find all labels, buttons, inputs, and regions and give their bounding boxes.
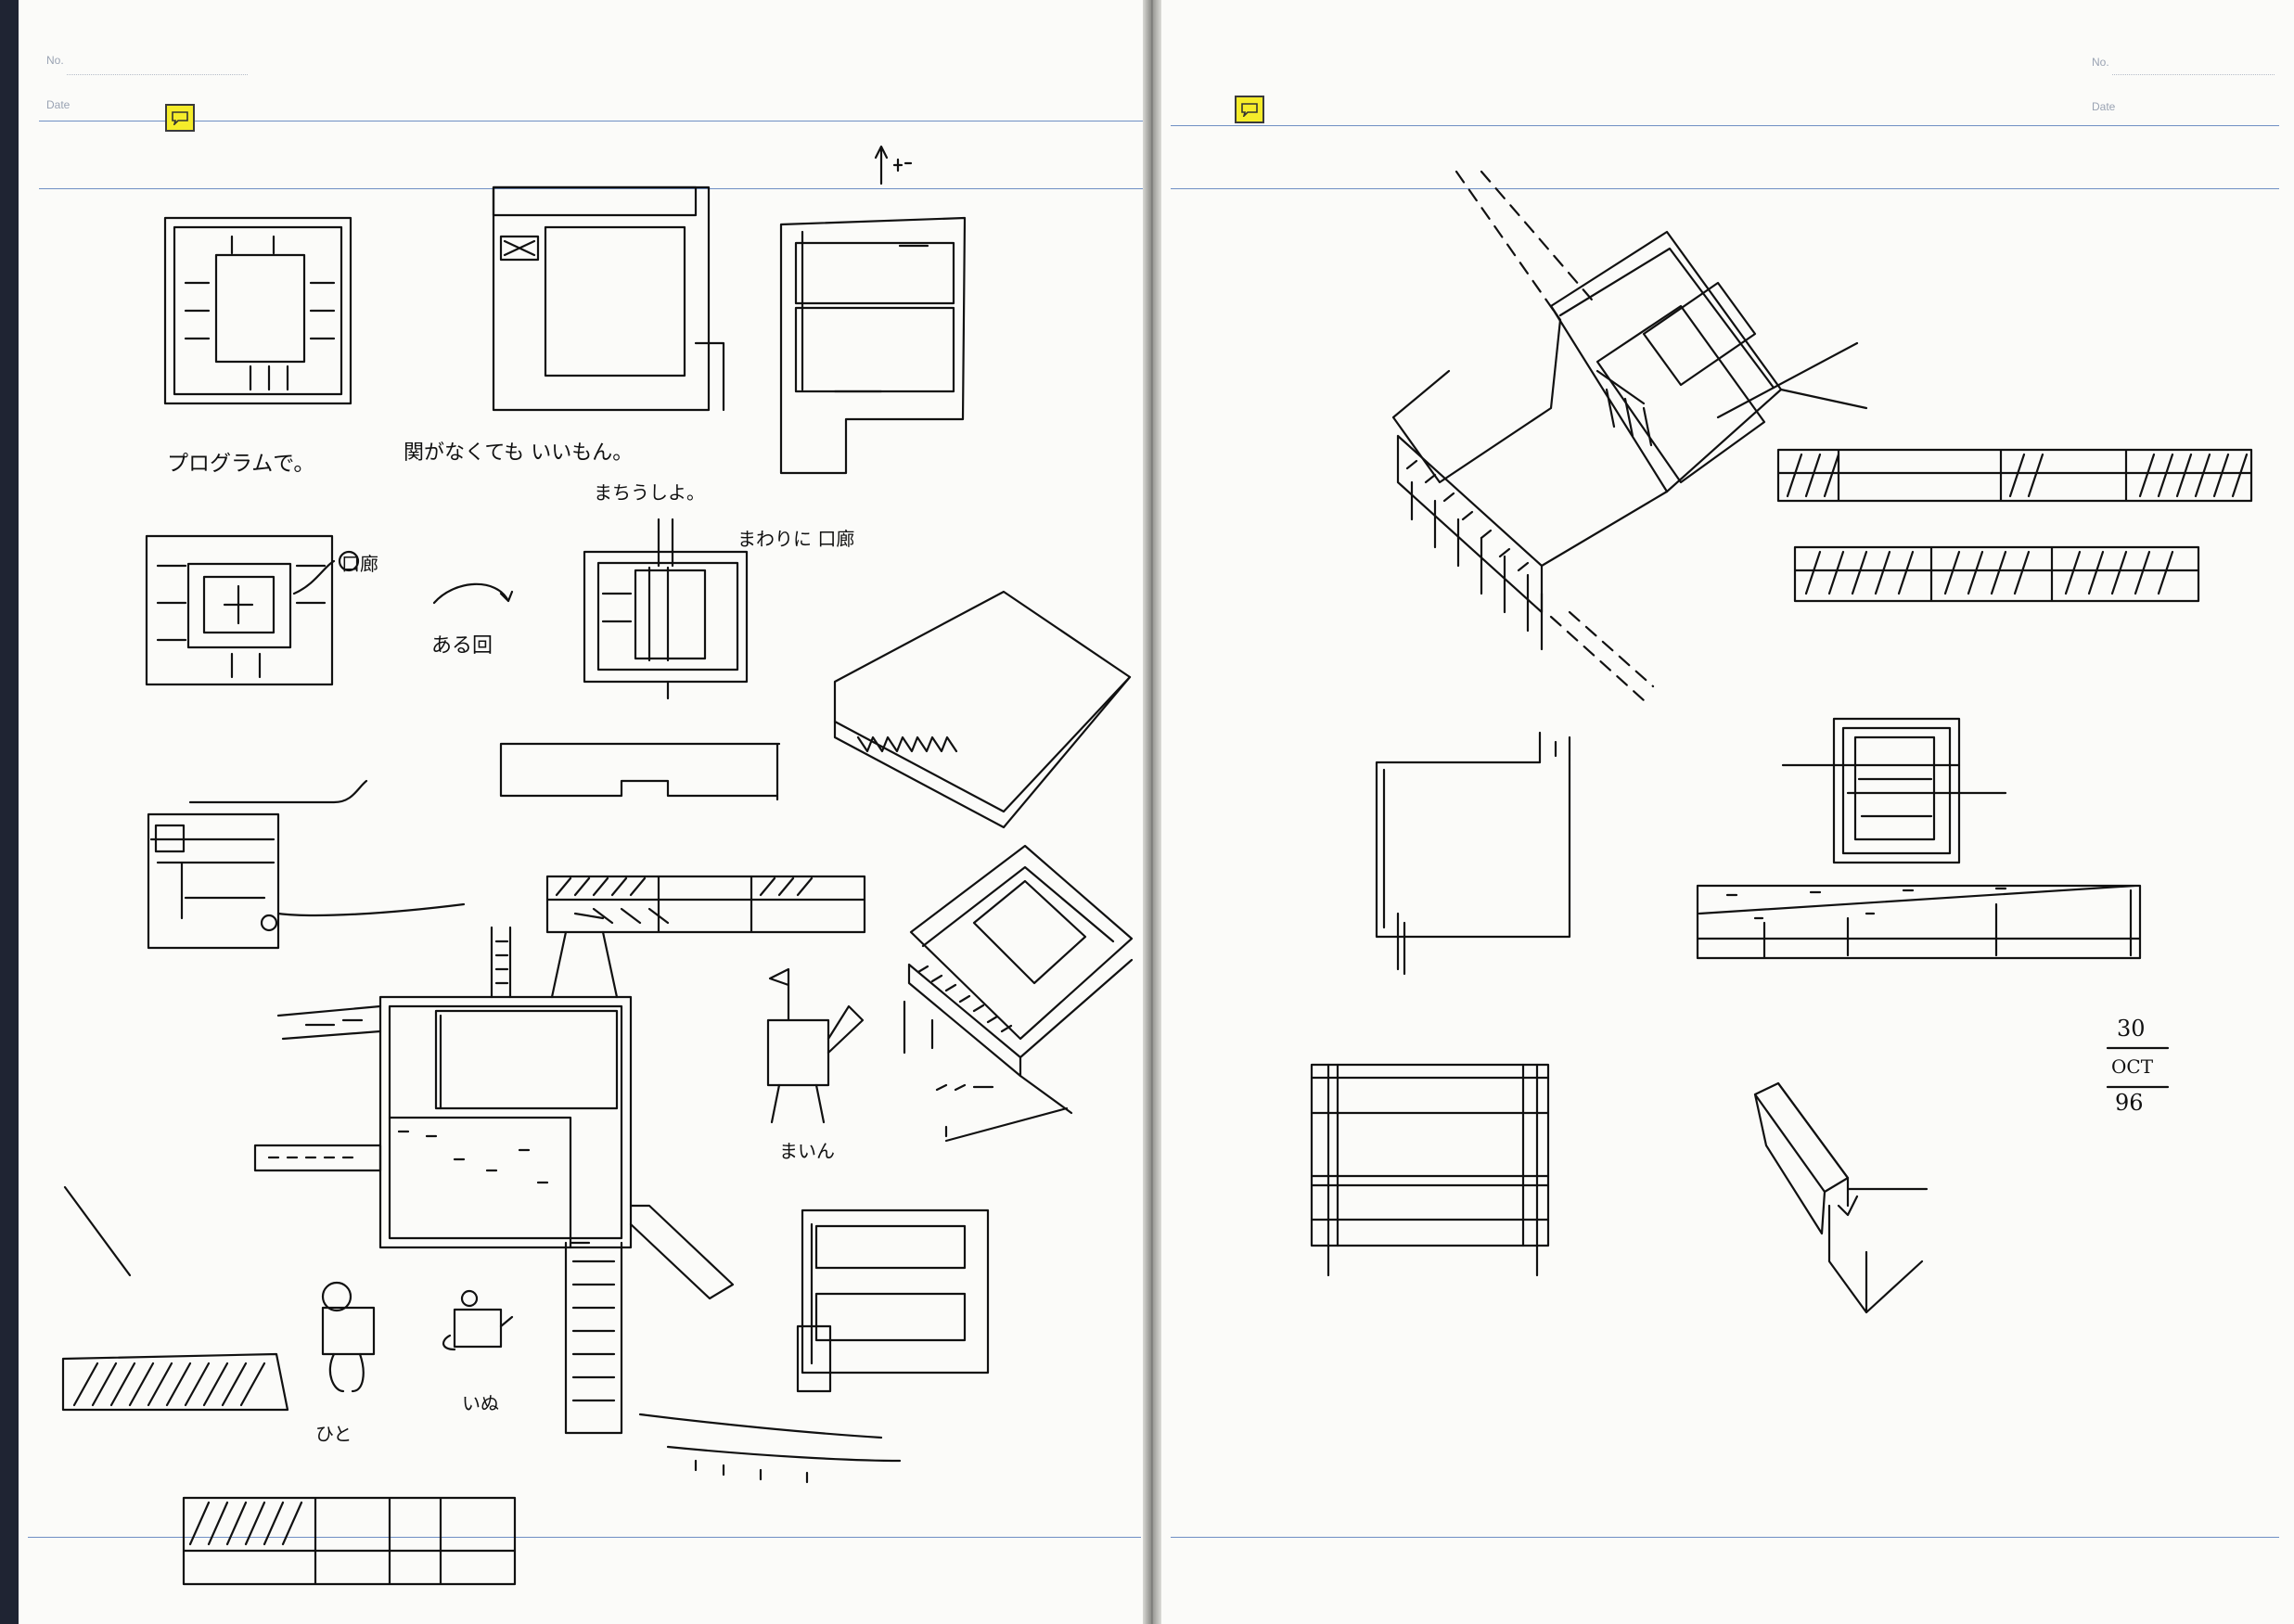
note-cloister: 口廊 [341, 553, 378, 575]
plan-sketch-surrounding [583, 518, 749, 700]
note-rotate: ある回 [431, 634, 493, 658]
plan-sketch-cloister [145, 534, 360, 686]
section-sketch-ground [188, 742, 781, 804]
elevation-sketch-upper [1776, 448, 2253, 503]
comment-icon[interactable] [1235, 96, 1264, 123]
rotate-arrow-icon [432, 582, 514, 605]
bottom-margin-rule [1171, 1537, 2279, 1538]
plan-sketch-cross-axis [1781, 717, 2007, 864]
plan-sketch-bars [1310, 1063, 1550, 1277]
notebook-page-left: No. Date [19, 0, 1143, 1624]
note-machi: まちうしよ。 [594, 481, 705, 504]
date-note-rules [2106, 1046, 2170, 1089]
date-label: Date [2092, 100, 2116, 113]
isometric-building-sketch [1391, 170, 1868, 702]
note-dog: いぬ [462, 1392, 499, 1414]
isometric-block-sketch [903, 844, 1134, 1115]
note-surrounding-cloister: まわりに 口廊 [737, 528, 855, 550]
bird-sketch [766, 967, 865, 1124]
no-field-line [67, 74, 248, 75]
no-field-line [2112, 74, 2275, 75]
left-page-sketches [61, 145, 1134, 1586]
note-main: まいん [779, 1140, 835, 1162]
date-label: Date [46, 98, 70, 111]
plan-sketch-courtyard [163, 216, 352, 405]
note-not-needed: 関がなくても いいもん。 [404, 441, 634, 465]
no-label: No. [46, 54, 64, 67]
plan-sketch-main-building [253, 926, 735, 1435]
plan-sketch-corner-room [147, 812, 466, 950]
isometric-step-sketch [1753, 1081, 1929, 1314]
top-margin-rule [1171, 188, 2279, 189]
plan-sketch-stepped [796, 1208, 990, 1393]
plan-sketch-open-square [1375, 731, 1571, 976]
date-note-month: OCT [2111, 1055, 2154, 1078]
person-sketch [321, 1281, 376, 1393]
dog-sketch [442, 1289, 514, 1351]
note-program: プログラムで。 [167, 452, 315, 476]
ramp-sketch-hatched [61, 1185, 289, 1412]
plan-sketch-l-shape [779, 216, 967, 475]
right-page-sketches [1310, 170, 2253, 1314]
notebook-page-right: No. Date [1161, 0, 2294, 1624]
elevation-sketch-lower [1793, 545, 2200, 603]
bottom-margin-rule [28, 1537, 1141, 1538]
comment-icon[interactable] [165, 104, 195, 132]
perspective-slab-sketch [833, 590, 1132, 829]
note-person: ひと [315, 1423, 352, 1445]
notebook-gutter [1143, 0, 1161, 1624]
no-label: No. [2092, 56, 2109, 69]
section-sketch-long [1696, 884, 2142, 960]
note-ticks [935, 1083, 1069, 1143]
section-sketch-bottom [182, 1413, 902, 1586]
plan-sketch-square-entry [492, 185, 725, 412]
north-arrow-icon [874, 145, 913, 185]
date-note-year: 96 [2115, 1090, 2144, 1116]
top-margin-rule [39, 188, 1143, 189]
header-rule [1171, 125, 2279, 126]
date-note-day: 30 [2117, 1016, 2146, 1042]
elevation-sketch-hatched [545, 875, 866, 999]
